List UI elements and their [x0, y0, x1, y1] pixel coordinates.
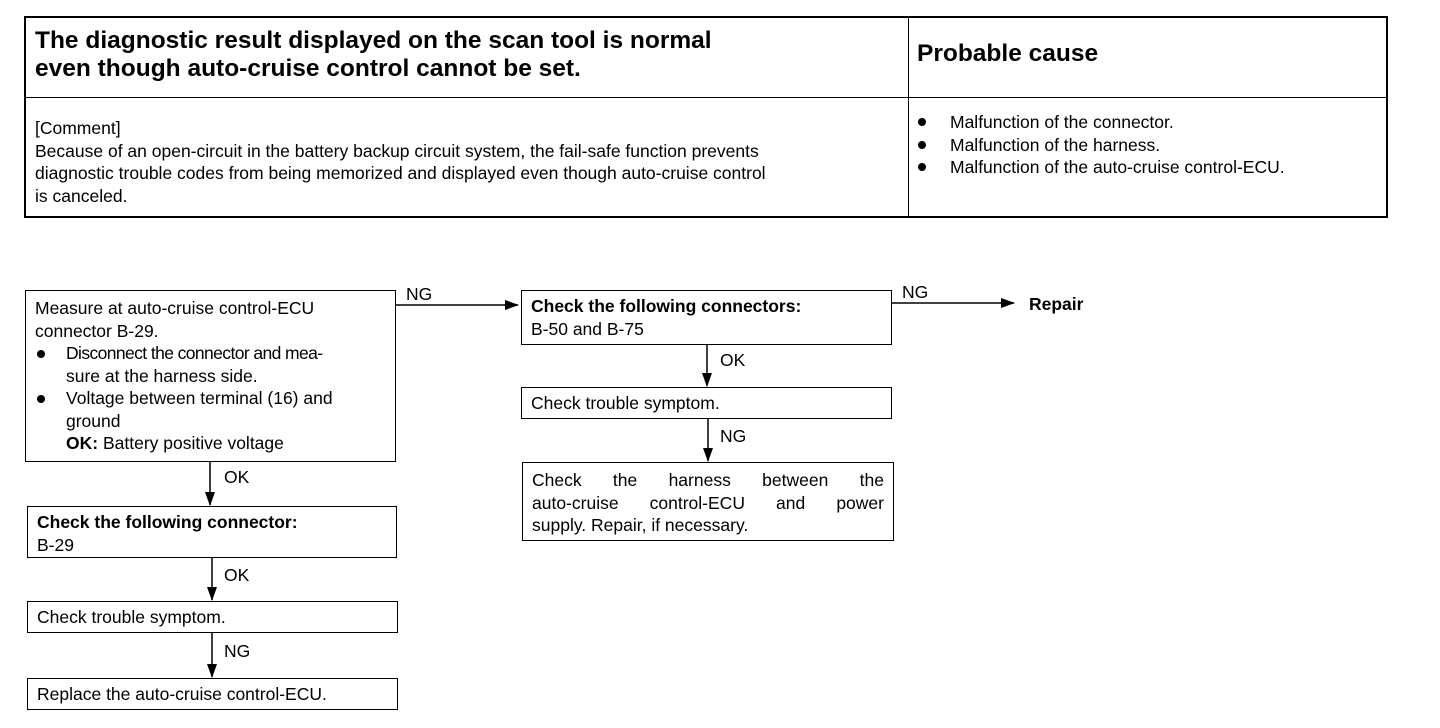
harness-word: power [836, 492, 884, 513]
measure-line-1: Measure at auto-cruise control-ECU [35, 298, 315, 318]
bullet-icon [37, 350, 45, 358]
measure-voltage-box: Measure at auto-cruise control-ECU conne… [25, 290, 396, 462]
bullet-icon [918, 140, 926, 149]
harness-word: auto-cruise [532, 492, 619, 513]
ok-criterion-label: OK: [66, 433, 99, 453]
replace-ecu-text: Replace the auto-cruise control-ECU. [37, 684, 327, 704]
check-connectors-b50-b75-title: Check the following connectors: [531, 296, 802, 316]
table-row-divider [26, 97, 1386, 98]
measure-ok-criterion: OK: Battery positive voltage [35, 432, 386, 455]
check-harness-line-3: supply. Repair, if necessary. [532, 515, 749, 535]
label-ng-b50-b75: NG [902, 282, 929, 302]
harness-word: Check [532, 470, 582, 490]
bullet-icon [37, 395, 45, 403]
check-symptom-right-text: Check trouble symptom. [531, 393, 720, 413]
comment-line-2: diagnostic trouble codes from being memo… [35, 163, 766, 183]
harness-word: the [612, 470, 638, 490]
check-symptom-left-box: Check trouble symptom. [27, 601, 398, 633]
label-ng-symptom-left: NG [224, 641, 251, 661]
bullet-icon [918, 118, 926, 126]
check-connectors-b50-b75-box: Check the following connectors: B-50 and… [521, 290, 892, 345]
check-connectors-b50-b75-value: B-50 and B-75 [531, 318, 644, 339]
label-ng-symptom-right: NG [720, 426, 747, 446]
harness-word: between [762, 470, 829, 490]
harness-word: harness [668, 470, 731, 490]
comment-line-3: is canceled. [35, 185, 128, 206]
ok-criterion-value: Battery positive voltage [102, 433, 284, 453]
probable-cause-heading: Probable cause [917, 40, 1099, 67]
probable-cause-item: Malfunction of the auto-cruise control-E… [917, 156, 1285, 179]
measure-bullet-2-line-2: ground [66, 410, 121, 431]
label-ng-measure: NG [406, 284, 433, 304]
measure-line-2: connector B-29. [35, 320, 159, 341]
harness-word: and [776, 492, 806, 513]
repair-text: Repair [1029, 294, 1084, 314]
probable-cause-text: Malfunction of the connector. [950, 112, 1174, 132]
symptom-title-line-1: The diagnostic result displayed on the s… [35, 27, 712, 54]
measure-bullet-1-line-2: sure at the harness side. [66, 365, 258, 386]
bullet-icon [918, 163, 926, 171]
probable-cause-list: Malfunction of the connector. Malfunctio… [917, 111, 1285, 179]
probable-cause-text: Malfunction of the auto-cruise control-E… [950, 157, 1285, 177]
harness-word: control-ECU [649, 492, 745, 513]
label-ok-measure: OK [224, 467, 250, 487]
symptom-title: The diagnostic result displayed on the s… [35, 27, 895, 83]
replace-ecu-box: Replace the auto-cruise control-ECU. [27, 678, 398, 710]
measure-bullet-1-line-1: Disconnect the connector and mea- [66, 343, 323, 363]
symptom-title-line-2: even though auto-cruise control cannot b… [35, 55, 581, 82]
check-harness-line-2: auto-cruise control-ECU and power [532, 492, 884, 515]
probable-cause-item: Malfunction of the harness. [917, 134, 1285, 157]
measure-bullet-1: Disconnect the connector and mea- sure a… [35, 342, 386, 387]
symptom-table: The diagnostic result displayed on the s… [24, 16, 1388, 218]
check-harness-box: Check the harness between the auto-cruis… [522, 462, 894, 541]
measure-bullet-2-line-1: Voltage between terminal (16) and [66, 388, 333, 408]
measure-bullet-2: Voltage between terminal (16) and ground [35, 387, 386, 432]
label-ok-b29: OK [224, 565, 250, 585]
comment-line-1: Because of an open-circuit in the batter… [35, 140, 759, 161]
check-symptom-left-text: Check trouble symptom. [37, 607, 226, 627]
check-connector-b29-value: B-29 [37, 534, 74, 555]
harness-word: the [859, 470, 884, 490]
comment-block: [Comment] Because of an open-circuit in … [35, 117, 901, 207]
check-harness-line-1: Check the harness between the [532, 469, 884, 492]
check-connector-b29-title: Check the following connector: [37, 512, 298, 532]
check-symptom-right-box: Check trouble symptom. [521, 387, 892, 419]
probable-cause-text: Malfunction of the harness. [950, 134, 1161, 155]
check-connector-b29-box: Check the following connector: B-29 [27, 506, 397, 558]
probable-cause-item: Malfunction of the connector. [917, 111, 1285, 134]
label-ok-b50-b75: OK [720, 350, 746, 370]
comment-label: [Comment] [35, 118, 121, 138]
table-column-divider [908, 18, 909, 216]
